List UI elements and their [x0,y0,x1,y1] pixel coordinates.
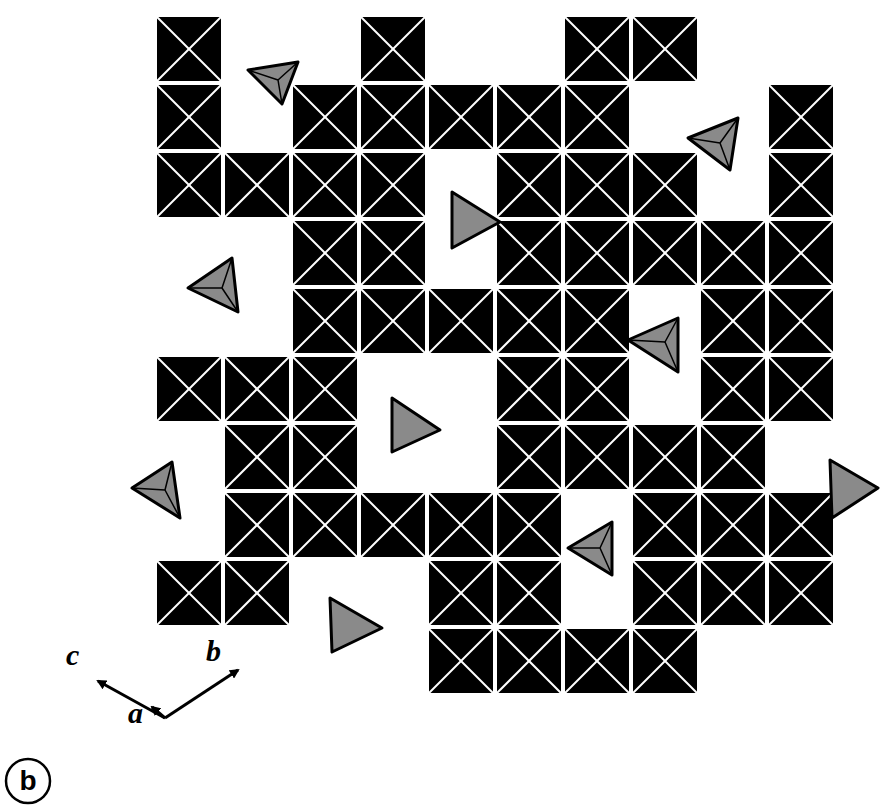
axis-label: b [206,636,221,666]
axis-arrows [98,670,238,718]
axis-label: a [128,698,143,728]
panel-circle [6,759,50,803]
tetrahedra [132,62,878,652]
axis-label: c [66,640,79,670]
panel-label: b [19,767,36,795]
octahedra [156,16,834,694]
